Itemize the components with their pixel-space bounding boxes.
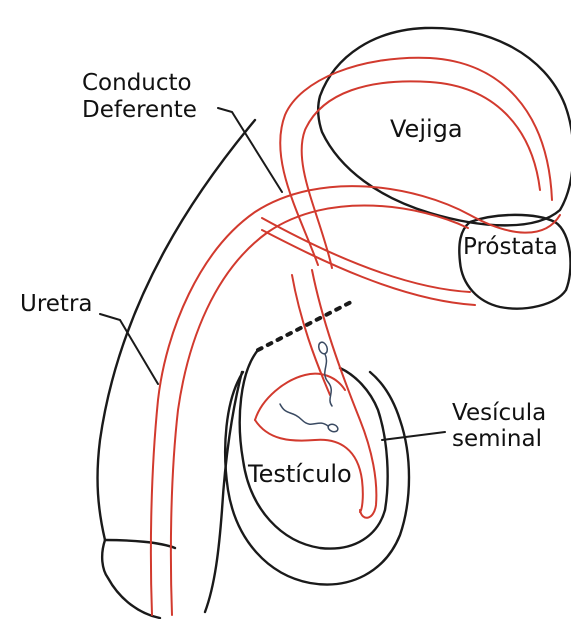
testicle-tubule — [255, 374, 345, 420]
dotted-line — [258, 300, 355, 350]
label-urethra: Uretra — [20, 291, 93, 317]
label-bladder: Vejiga — [390, 115, 463, 143]
urethra-leader — [100, 314, 158, 384]
glans-corona — [105, 540, 175, 548]
vas-deferens-leader — [218, 108, 282, 192]
ducts — [151, 58, 560, 615]
sperm-head-1 — [317, 341, 329, 355]
label-vas-deferens-line1: Conducto — [82, 70, 192, 96]
label-seminal-vesicle-line1: Vesícula — [452, 400, 546, 426]
testicle-outline — [240, 350, 388, 549]
label-vas-deferens-line2: Deferente — [82, 97, 197, 123]
label-seminal-vesicle-line2: seminal — [452, 426, 542, 452]
seminal-vesicle-leader — [382, 432, 445, 440]
sperm-cells — [280, 341, 339, 433]
label-testicle: Testículo — [247, 460, 352, 488]
prostate-outline — [459, 215, 570, 309]
label-prostate: Próstata — [463, 234, 558, 260]
penis-upper-outline — [98, 120, 255, 540]
sperm-tail-2 — [280, 404, 328, 426]
sperm-head-2 — [327, 423, 339, 433]
sperm-tail-1 — [325, 354, 332, 406]
urethra-right — [171, 205, 468, 615]
penis-lower-outline — [205, 372, 242, 612]
